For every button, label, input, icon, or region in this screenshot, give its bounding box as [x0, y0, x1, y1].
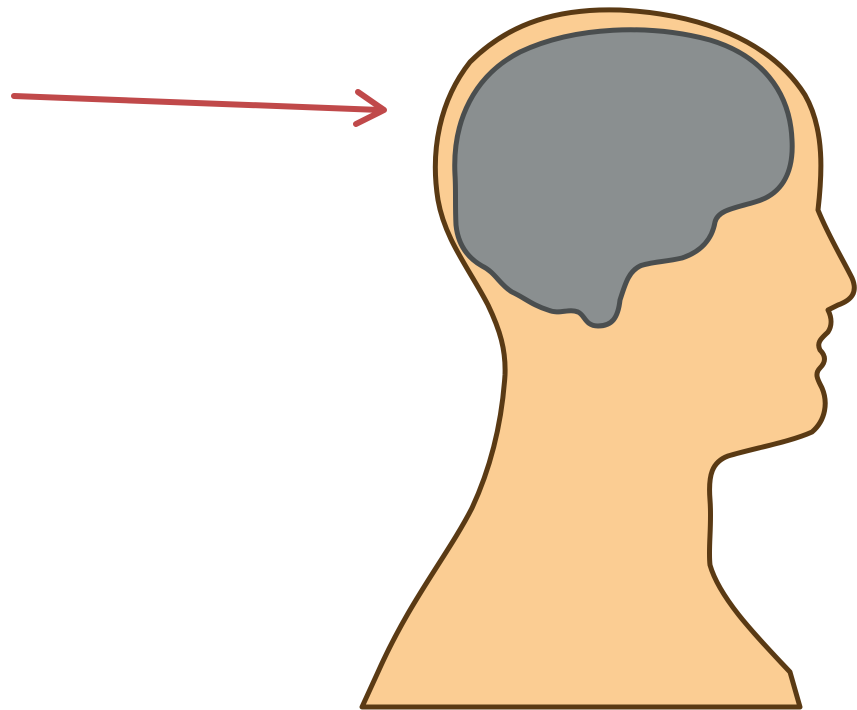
- pointer-arrow: [14, 92, 384, 124]
- arrow-shaft: [14, 96, 380, 110]
